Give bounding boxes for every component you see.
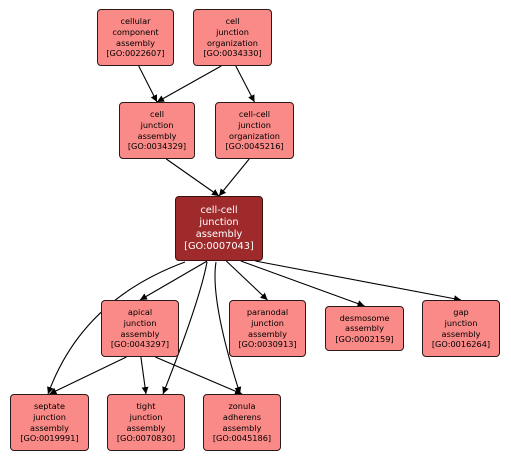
edge-GO0007043-to-GO0019991 xyxy=(47,261,186,395)
node-label: apical junction assembly [GO:0043297] xyxy=(110,307,170,350)
edge-GO0007043-to-GO0016264 xyxy=(255,260,462,303)
node-cell-cell-junction-assembly[interactable]: cell-cell junction assembly [GO:0007043] xyxy=(175,196,263,261)
node-cell-cell-junction-organization[interactable]: cell-cell junction organization [GO:0045… xyxy=(215,102,294,159)
node-tight-junction-assembly[interactable]: tight junction assembly [GO:0070830] xyxy=(107,394,185,451)
node-paranodal-junction-assembly[interactable]: paranodal junction assembly [GO:0030913] xyxy=(229,300,306,357)
edge-GO0007043-to-GO0002159 xyxy=(240,260,365,307)
node-label: tight junction assembly [GO:0070830] xyxy=(116,401,176,444)
node-label: cell junction assembly [GO:0034329] xyxy=(127,109,187,152)
edge-GO0007043-to-GO0043297 xyxy=(139,260,208,301)
edge-GO0034330-to-GO0045216 xyxy=(235,65,255,103)
edge-GO0043297-to-GO0019991 xyxy=(49,356,127,395)
edge-GO0007043-to-GO0070830 xyxy=(162,261,208,395)
node-label: cell-cell junction assembly [GO:0007043] xyxy=(184,204,254,252)
edge-GO0043297-to-GO0045186 xyxy=(155,356,243,395)
edge-GO0007043-to-GO0030913 xyxy=(225,260,268,301)
node-desmosome-assembly[interactable]: desmosome assembly [GO:0002159] xyxy=(325,306,404,351)
node-gap-junction-assembly[interactable]: gap junction assembly [GO:0016264] xyxy=(422,300,500,357)
edge-GO0034330-to-GO0034329 xyxy=(156,65,222,103)
node-label: zonula adherens assembly [GO:0045186] xyxy=(212,401,272,444)
edge-GO0045216-to-GO0007043 xyxy=(218,158,250,197)
node-label: desmosome assembly [GO:0002159] xyxy=(335,312,394,344)
edge-GO0022607-to-GO0034329 xyxy=(138,65,158,103)
edge-GO0034329-to-GO0007043 xyxy=(165,158,220,197)
node-label: cell-cell junction organization [GO:0045… xyxy=(225,109,284,152)
node-apical-junction-assembly[interactable]: apical junction assembly [GO:0043297] xyxy=(101,300,179,357)
node-cell-junction-organization[interactable]: cell junction organization [GO:0034330] xyxy=(193,9,272,66)
node-cell-junction-assembly[interactable]: cell junction assembly [GO:0034329] xyxy=(119,102,195,159)
node-label: cell junction organization [GO:0034330] xyxy=(203,16,262,59)
node-label: paranodal junction assembly [GO:0030913] xyxy=(238,307,297,350)
edge-GO0043297-to-GO0070830 xyxy=(140,356,149,395)
node-septate-junction-assembly[interactable]: septate junction assembly [GO:0019991] xyxy=(10,394,89,451)
edge-GO0007043-to-GO0045186 xyxy=(214,261,242,395)
node-label: septate junction assembly [GO:0019991] xyxy=(20,401,79,444)
node-zonula-adherens-assembly[interactable]: zonula adherens assembly [GO:0045186] xyxy=(203,394,281,451)
node-label: gap junction assembly [GO:0016264] xyxy=(431,307,491,350)
node-cellular-component-assembly[interactable]: cellular component assembly [GO:0022607] xyxy=(97,9,174,66)
node-label: cellular component assembly [GO:0022607] xyxy=(106,16,165,59)
